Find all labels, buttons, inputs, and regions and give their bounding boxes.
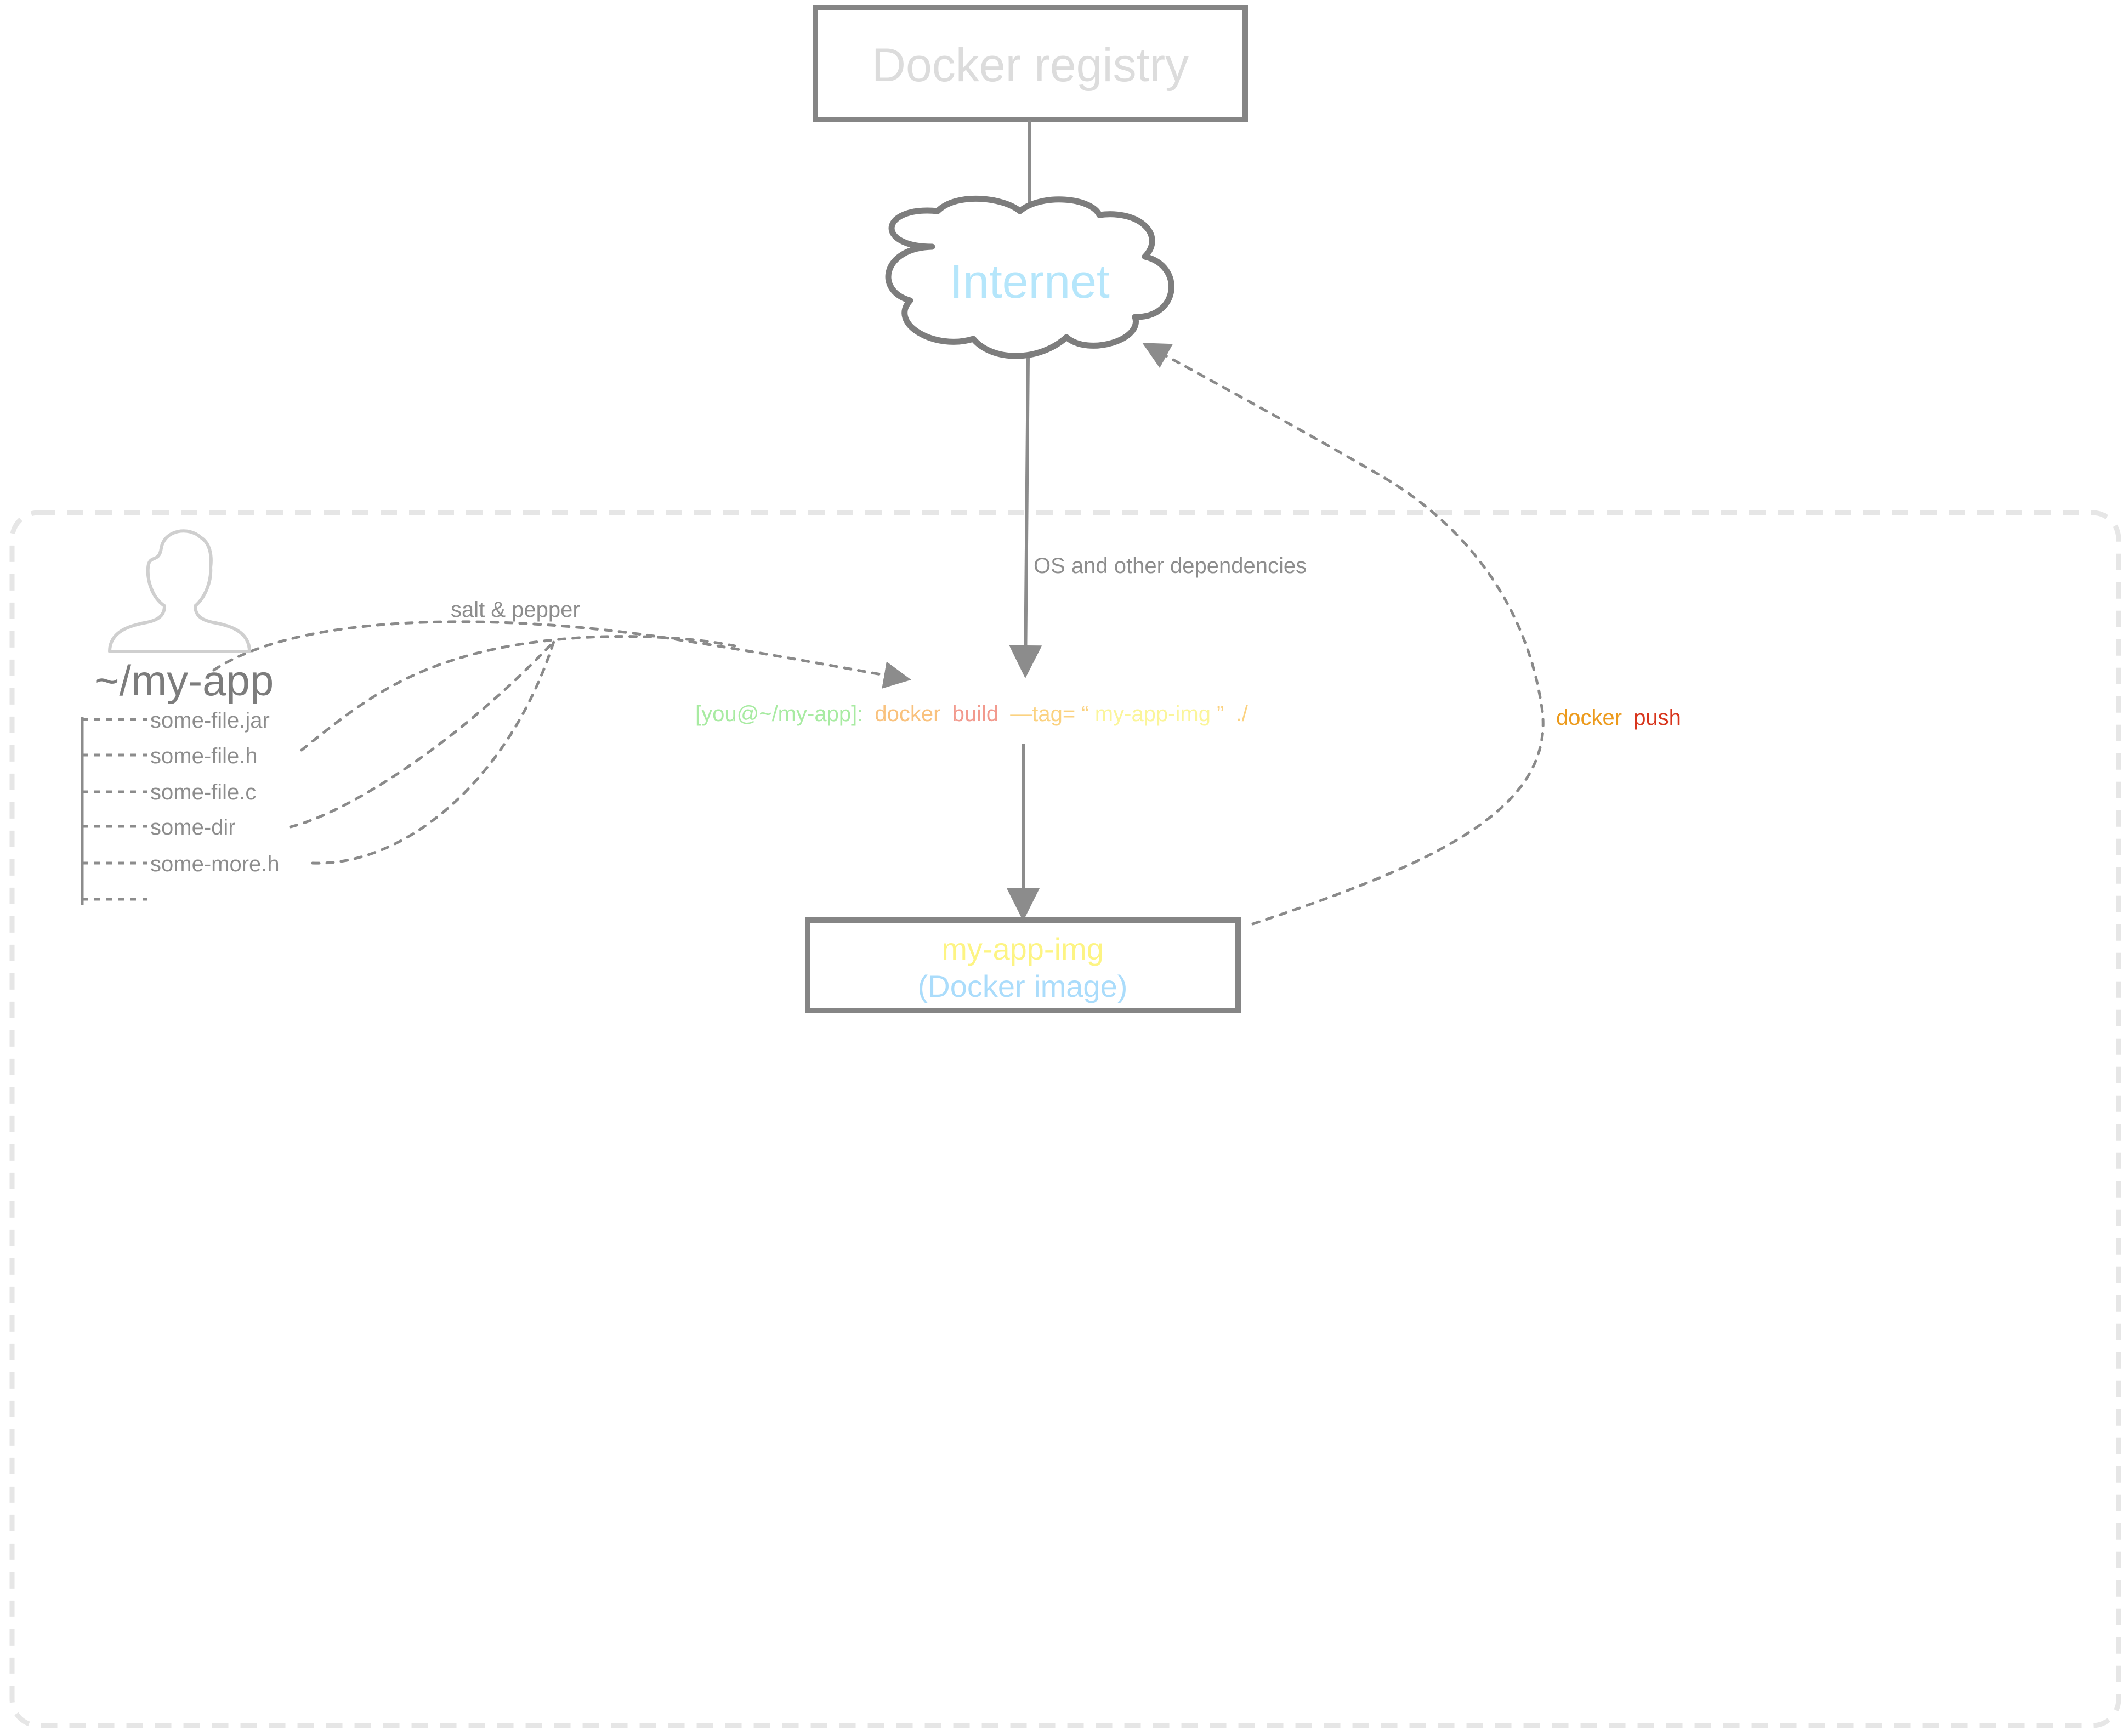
internet-node: Internet xyxy=(885,195,1174,359)
context-link-dir xyxy=(212,620,911,689)
push-subcommand: push xyxy=(1633,706,1681,730)
docker-registry-label: Docker registry xyxy=(872,39,1189,92)
docker-registry-box xyxy=(813,5,1248,122)
build-tag: my-app-img xyxy=(1095,702,1211,726)
internet-label: Internet xyxy=(950,256,1110,308)
dependencies-label: OS and other dependencies xyxy=(1034,554,1307,578)
file-item: some-dir xyxy=(150,815,236,839)
push-docker: docker xyxy=(1556,706,1622,730)
build-subcommand: build xyxy=(952,702,999,726)
context-link-file xyxy=(300,635,736,752)
docker-registry-node: Docker registry xyxy=(813,5,1248,122)
file-item: some-file.jar xyxy=(150,708,270,733)
docker-image-node: my-app-img (Docker image) xyxy=(805,917,1241,1013)
context-link-file xyxy=(289,640,555,829)
build-prompt: [you@~/my-app]: xyxy=(695,702,863,726)
extras-label: salt & pepper xyxy=(451,598,580,622)
dependencies-arrow xyxy=(1009,357,1042,678)
image-name-label: my-app-img xyxy=(941,932,1104,966)
build-quote-close: ” xyxy=(1217,702,1224,726)
build-path: ./ xyxy=(1236,702,1249,726)
app-dir-label: ~/my-app xyxy=(94,656,274,705)
internet-cloud-icon xyxy=(885,195,1174,359)
docker-image-box xyxy=(805,917,1241,1013)
build-command: [you@~/my-app]: docker build —tag= “ my-… xyxy=(695,702,1249,726)
file-tree xyxy=(81,717,147,905)
push-arrow xyxy=(1142,343,1545,926)
build-docker: docker xyxy=(875,702,940,726)
file-item: some-more.h xyxy=(150,852,280,876)
file-item: some-file.h xyxy=(150,744,258,768)
host-machine-frame xyxy=(9,510,2121,1728)
context-link-file xyxy=(311,640,555,865)
build-quote-open: “ xyxy=(1081,702,1088,726)
push-command: docker push xyxy=(1556,706,1681,730)
file-item: some-file.c xyxy=(150,780,256,804)
build-flag: —tag= xyxy=(1010,702,1075,726)
user-icon xyxy=(108,529,251,653)
image-kind-label: (Docker image) xyxy=(918,969,1128,1003)
